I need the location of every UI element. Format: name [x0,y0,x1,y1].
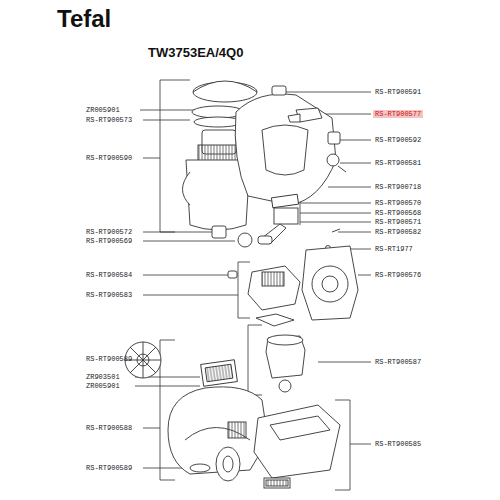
part-number: RS-RT900585 [375,440,421,448]
part-number: RS-RT900576 [375,271,421,279]
part-number: RS-RT900589 [86,355,132,363]
part-number: RS-RT900718 [375,183,421,191]
brand-logo: Tefal [57,6,111,32]
part-number: RS-RT900572 [86,228,132,236]
part-number: RS-RT900573 [86,116,132,124]
part-number: RS-RT900568 [375,209,421,217]
part-number: ZR005901 [86,106,120,114]
part-number: RS-RT900581 [375,159,421,167]
part-number: RS-RT900590 [86,154,132,162]
part-number: RS-RT900589 [86,464,132,472]
part-number: ZR903501 [86,373,120,381]
part-number: RS-RT1977 [375,245,413,253]
part-number: RS-RT900587 [375,358,421,366]
part-number: RS-RT900577 [373,110,423,118]
part-number: RS-RT900582 [375,228,421,236]
part-number: RS-RT900570 [375,199,421,207]
part-number: RS-RT900571 [375,218,421,226]
part-number: RS-RT900588 [86,424,132,432]
part-number: RS-RT900592 [375,136,421,144]
part-number: RS-RT900569 [86,237,132,245]
model-title: TW3753EA/4Q0 [148,45,243,60]
part-number: RS-RT900583 [86,291,132,299]
part-number: RS-RT900591 [375,88,421,96]
part-number: ZR005901 [86,382,120,390]
part-number: RS-RT900584 [86,271,132,279]
